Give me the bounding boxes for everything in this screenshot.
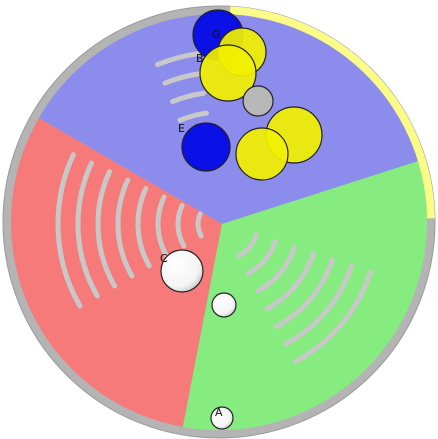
label-c: C: [160, 252, 168, 265]
label-g: G: [212, 28, 221, 41]
blue-sphere-middle: [182, 123, 230, 171]
label-b: B: [196, 52, 204, 65]
label-e: E: [178, 122, 185, 135]
yellow-sphere-middle-2: [236, 128, 288, 180]
gray-sphere: [243, 86, 273, 116]
white-sphere-small: [212, 293, 236, 317]
label-a: A: [215, 406, 223, 419]
